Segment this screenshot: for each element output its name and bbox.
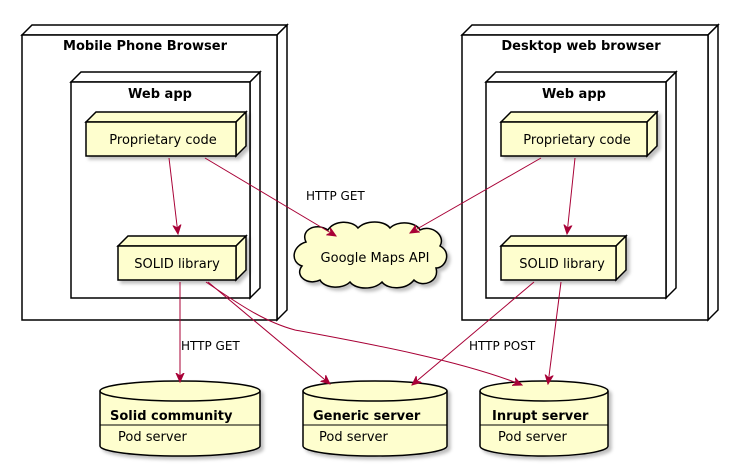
edge-mobile-solid-to-inrupt: [205, 281, 522, 385]
db-inrupt-server: Inrupt server Pod server: [479, 380, 609, 457]
desktop-browser-title: Desktop web browser: [501, 39, 661, 54]
edge-label-http-get-maps: HTTP GET: [306, 189, 365, 203]
desktop-solid-node: [499, 234, 628, 282]
db-solid-community-title: Solid community: [110, 409, 233, 424]
mobile-proprietary-node: [84, 110, 248, 158]
db-generic-server: Generic server Pod server: [302, 380, 448, 457]
maps-api-cloud: [293, 221, 448, 289]
edge-label-http-get-solid: HTTP GET: [181, 339, 240, 353]
db-inrupt-server-subtitle: Pod server: [498, 430, 568, 445]
mobile-solid-label: SOLID library: [134, 257, 220, 272]
db-generic-server-title: Generic server: [313, 409, 421, 424]
edge-desktop-solid-to-generic: [412, 281, 535, 385]
edge-mobile-prop-to-maps: [204, 157, 336, 236]
db-solid-community: Solid community Pod server: [99, 380, 261, 457]
edge-label-http-post: HTTP POST: [469, 339, 536, 353]
desktop-solid-label: SOLID library: [519, 257, 605, 272]
desktop-proprietary-node: [499, 110, 659, 158]
edge-mobile-prop-to-solid: [168, 157, 178, 234]
edge-mobile-solid-to-generic: [207, 281, 330, 384]
desktop-webapp-title: Web app: [542, 87, 606, 102]
mobile-webapp-title: Web app: [128, 87, 192, 102]
desktop-proprietary-label: Proprietary code: [523, 133, 630, 148]
maps-api-label: Google Maps API: [321, 251, 430, 266]
edge-desktop-prop-to-maps: [410, 157, 542, 233]
mobile-browser-title: Mobile Phone Browser: [63, 39, 228, 54]
edge-desktop-prop-to-solid: [567, 157, 576, 234]
edges: [168, 157, 576, 385]
edge-desktop-solid-to-inrupt: [548, 281, 562, 384]
mobile-solid-node: [116, 234, 248, 282]
mobile-proprietary-label: Proprietary code: [109, 133, 216, 148]
db-generic-server-subtitle: Pod server: [319, 430, 389, 445]
db-solid-community-subtitle: Pod server: [118, 430, 188, 445]
db-inrupt-server-title: Inrupt server: [492, 409, 589, 424]
